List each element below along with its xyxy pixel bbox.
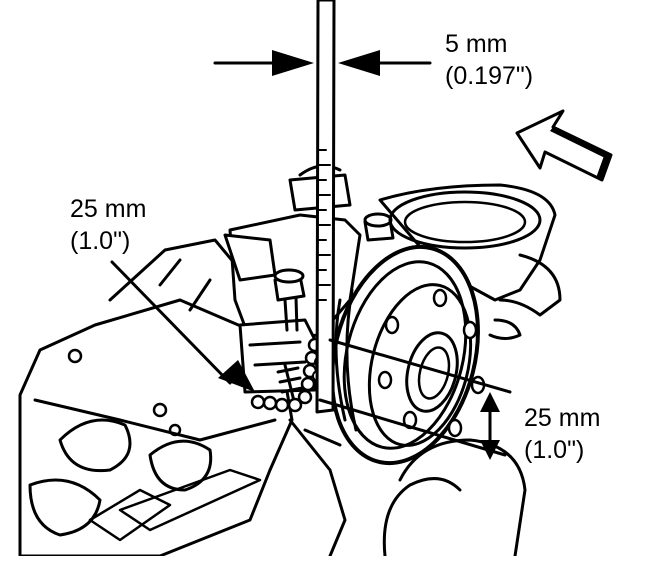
measuring-rule — [315, 0, 336, 414]
gap-arrow-left-icon — [272, 50, 314, 76]
timing-cover — [378, 183, 562, 340]
sprocket-holes — [377, 288, 486, 438]
crankshaft-pulley — [288, 418, 527, 558]
top-gap-imperial-label: (0.197") — [445, 62, 534, 90]
view-direction-arrow-icon — [515, 109, 613, 182]
camshaft-sprocket — [330, 244, 486, 466]
left-offset-dimension — [110, 260, 255, 392]
right-offset-metric-label: 25 mm — [524, 404, 601, 432]
gap-arrow-right-icon — [338, 50, 380, 76]
top-gap-metric-label: 5 mm — [445, 30, 508, 58]
top-gap-dimension — [213, 50, 432, 76]
left-offset-metric-label: 25 mm — [70, 195, 147, 223]
right-offset-arrow-up-icon — [480, 392, 500, 412]
right-offset-imperial-label: (1.0") — [524, 436, 585, 464]
left-offset-imperial-label: (1.0") — [70, 227, 131, 255]
right-offset-arrow-down-icon — [480, 440, 500, 460]
left-offset-arrow-icon — [218, 360, 255, 392]
right-offset-dimension — [318, 338, 512, 460]
